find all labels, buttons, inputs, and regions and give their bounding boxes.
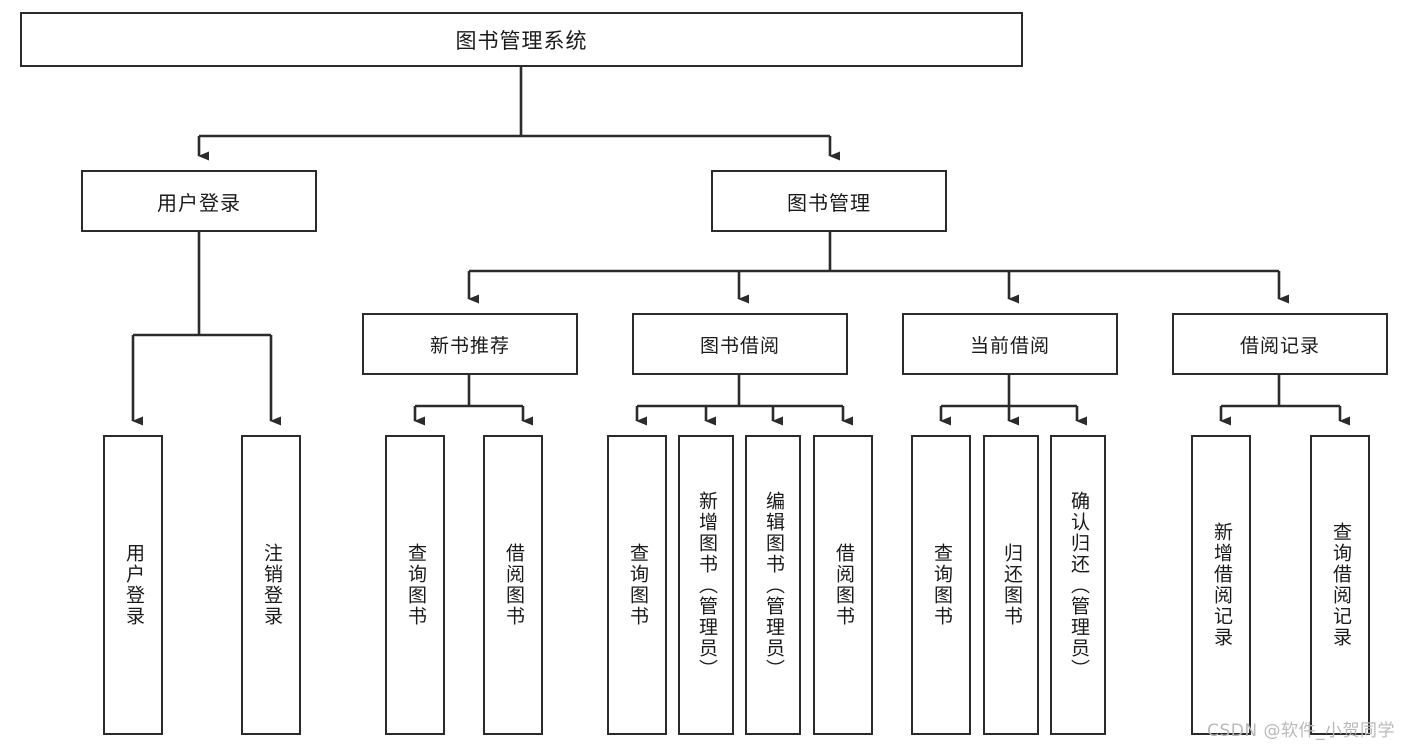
node-book-borrow[interactable]: 图书借阅 — [632, 313, 848, 375]
leaf-borrow-book[interactable]: 借阅图书 — [813, 435, 873, 735]
node-user-login[interactable]: 用户登录 — [81, 170, 317, 232]
node-label: 借阅记录 — [1239, 334, 1320, 357]
node-label: 新增借阅记录 — [1210, 522, 1233, 648]
node-label: 用户登录 — [122, 543, 145, 627]
node-label: 借阅图书 — [832, 543, 855, 627]
node-borrow-record[interactable]: 借阅记录 — [1172, 313, 1388, 375]
node-label: 图书管理 — [787, 190, 871, 215]
node-label: 编辑图书（管理员） — [762, 490, 785, 680]
node-book-management[interactable]: 图书管理 — [711, 170, 947, 232]
node-label: 确认归还（管理员） — [1067, 490, 1090, 680]
leaf-return-book[interactable]: 归还图书 — [983, 435, 1039, 735]
node-new-book-recommend[interactable]: 新书推荐 — [362, 313, 578, 375]
leaf-confirm-return-admin[interactable]: 确认归还（管理员） — [1050, 435, 1106, 735]
node-label: 注销登录 — [260, 543, 283, 627]
leaf-logout[interactable]: 注销登录 — [241, 435, 301, 735]
leaf-query-book-current[interactable]: 查询图书 — [911, 435, 971, 735]
node-label: 图书借阅 — [699, 334, 780, 357]
leaf-query-borrow-record[interactable]: 查询借阅记录 — [1310, 435, 1370, 735]
node-label: 借阅图书 — [502, 543, 525, 627]
node-label: 当前借阅 — [969, 334, 1050, 357]
leaf-user-login[interactable]: 用户登录 — [103, 435, 163, 735]
node-label: 查询图书 — [404, 543, 427, 627]
leaf-query-book-borrow[interactable]: 查询图书 — [607, 435, 667, 735]
leaf-add-borrow-record[interactable]: 新增借阅记录 — [1191, 435, 1251, 735]
leaf-add-book-admin[interactable]: 新增图书（管理员） — [678, 435, 734, 735]
node-label: 查询图书 — [626, 543, 649, 627]
node-label: 新增图书（管理员） — [695, 490, 718, 680]
node-label: 新书推荐 — [429, 334, 510, 357]
leaf-query-book-recommend[interactable]: 查询图书 — [385, 435, 445, 735]
node-current-borrow[interactable]: 当前借阅 — [902, 313, 1118, 375]
node-label: 图书管理系统 — [455, 28, 588, 53]
leaf-edit-book-admin[interactable]: 编辑图书（管理员） — [745, 435, 801, 735]
node-label: 用户登录 — [157, 190, 241, 215]
node-label: 归还图书 — [1000, 543, 1023, 627]
node-label: 查询借阅记录 — [1329, 522, 1352, 648]
node-label: 查询图书 — [930, 543, 953, 627]
node-root-book-management-system[interactable]: 图书管理系统 — [20, 12, 1023, 67]
leaf-borrow-book-recommend[interactable]: 借阅图书 — [483, 435, 543, 735]
